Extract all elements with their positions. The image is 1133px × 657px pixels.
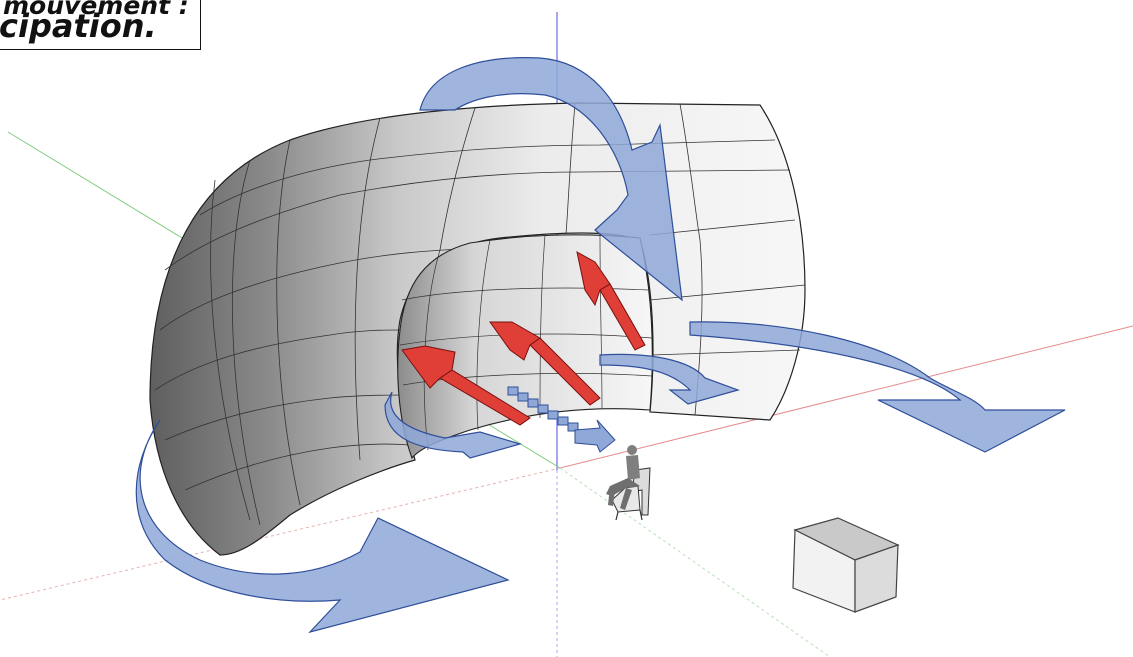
axis-green-dotted [560,468,830,657]
cube-icon [793,518,898,612]
seated-person-icon [606,445,650,520]
